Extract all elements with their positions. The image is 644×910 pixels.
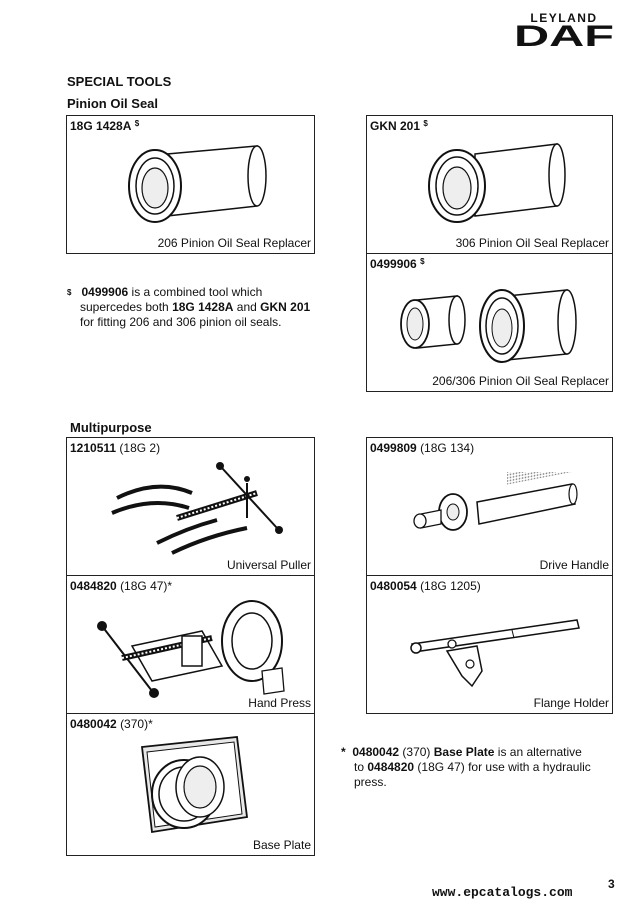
universal-puller-illustration xyxy=(111,462,283,555)
hand-press-illustration xyxy=(97,600,285,698)
brand-logo-top: LEYLAND xyxy=(530,11,598,25)
tool-code: 0499906 $ xyxy=(370,257,425,271)
tool-card-0499906: 0499906 $ 206/306 Pinion Oil Seal Replac… xyxy=(366,253,613,392)
tool-card-18g1428a: 18G 1428A $ 206 Pinion Oil Seal Replacer xyxy=(66,115,315,254)
tool-card-gkn201: GKN 201 $ 306 Pinion Oil Seal Replacer xyxy=(366,115,613,254)
section-heading: SPECIAL TOOLS xyxy=(67,74,172,89)
watermark-url: www.epcatalogs.com xyxy=(432,885,573,900)
note-base-plate: * 0480042 (370) Base Plate is an alterna… xyxy=(341,745,591,789)
tool-caption: Base Plate xyxy=(252,838,311,852)
tool-code: 1210511 (18G 2) xyxy=(70,441,161,455)
tool-card-0480042: 0480042 (370)* Base Plate xyxy=(66,713,315,856)
tool-caption: Flange Holder xyxy=(533,696,609,710)
drive-handle-illustration xyxy=(413,472,578,531)
seal-replacer-illustration xyxy=(428,143,566,223)
note-combined-tool: $ 0499906 is a combined tool which super… xyxy=(67,285,311,329)
tool-code: GKN 201 $ xyxy=(370,119,428,133)
tool-card-0499809: 0499809 (18G 134) Drive Handle xyxy=(366,437,613,576)
seal-replacer-illustration xyxy=(128,145,267,223)
tool-caption: Universal Puller xyxy=(226,558,311,572)
daf-logo-text: DAF xyxy=(514,22,614,48)
daf-logo: DAF xyxy=(514,22,614,48)
combined-seal-replacer-illustration xyxy=(400,289,577,363)
base-plate-illustration xyxy=(140,736,249,834)
page-number: 3 xyxy=(608,877,615,891)
tool-code: 0480042 (370)* xyxy=(70,717,153,731)
subsection-heading-pinion: Pinion Oil Seal xyxy=(67,96,159,111)
tool-card-1210511: 1210511 (18G 2) Universal Puller xyxy=(66,437,315,576)
tool-caption: 306 Pinion Oil Seal Replacer xyxy=(455,236,609,250)
tool-code: 0499809 (18G 134) xyxy=(370,441,475,455)
subsection-heading-multipurpose: Multipurpose xyxy=(70,420,152,435)
tool-caption: 206/306 Pinion Oil Seal Replacer xyxy=(432,374,609,388)
tool-caption: 206 Pinion Oil Seal Replacer xyxy=(157,236,311,250)
tool-caption: Hand Press xyxy=(248,696,311,710)
tool-code: 0480054 (18G 1205) xyxy=(370,579,481,593)
tool-code: 0484820 (18G 47)* xyxy=(70,579,173,593)
flange-holder-illustration xyxy=(410,619,580,688)
tool-card-0484820: 0484820 (18G 47)* Hand Press xyxy=(66,575,315,714)
tool-code: 18G 1428A $ xyxy=(70,119,140,133)
tool-caption: Drive Handle xyxy=(539,558,609,572)
tool-card-0480054: 0480054 (18G 1205) Flange Holder xyxy=(366,575,613,714)
